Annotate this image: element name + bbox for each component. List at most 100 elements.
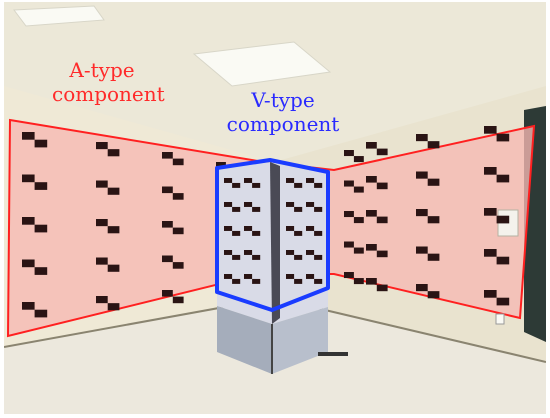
marker [496, 133, 510, 142]
marker [162, 290, 173, 297]
marker [96, 142, 108, 150]
marker [314, 206, 323, 212]
marker [353, 278, 364, 285]
marker [294, 278, 303, 284]
marker [344, 241, 354, 248]
marker [224, 202, 233, 207]
marker [172, 193, 184, 200]
marker [306, 274, 315, 279]
marker [22, 302, 35, 310]
marker [232, 206, 241, 212]
marker [294, 182, 303, 188]
marker [224, 250, 233, 255]
marker [34, 182, 48, 190]
marker [353, 247, 364, 254]
marker [107, 187, 120, 195]
cabinet-base [318, 352, 348, 356]
pillar-markers [224, 178, 323, 284]
ceiling [4, 2, 546, 162]
marker [484, 167, 497, 175]
marker [252, 230, 261, 236]
marker [376, 250, 388, 258]
marker [286, 202, 295, 207]
marker [353, 156, 364, 163]
marker [216, 162, 226, 169]
marker [224, 178, 233, 183]
marker [162, 186, 173, 194]
cabinet-left-face [217, 306, 272, 374]
ceiling-light-left [13, 5, 105, 27]
marker [496, 174, 510, 183]
outlet [495, 313, 505, 325]
a-type-label-line2: component [52, 82, 165, 106]
a-type-label: A-type component [52, 58, 165, 106]
a-type-label-line1: A-type [69, 58, 135, 82]
room-scene [4, 2, 546, 414]
marker [366, 176, 377, 183]
marker [306, 202, 315, 207]
marker [496, 297, 510, 306]
marker [306, 226, 315, 231]
marker [96, 180, 108, 188]
marker [162, 255, 173, 263]
wall-markers [22, 126, 510, 318]
marker [286, 226, 295, 231]
marker [232, 278, 241, 284]
marker [294, 230, 303, 236]
marker [496, 215, 510, 224]
marker [252, 254, 261, 260]
marker [107, 226, 120, 234]
marker [314, 230, 323, 236]
marker [286, 250, 295, 255]
cabinet-right-face [272, 307, 328, 374]
marker [366, 210, 377, 217]
marker [224, 274, 233, 279]
marker [344, 150, 354, 157]
marker [34, 309, 48, 318]
marker [22, 217, 35, 225]
marker [22, 259, 35, 268]
marker [286, 274, 295, 279]
marker [96, 257, 108, 265]
marker [427, 216, 440, 224]
marker [107, 149, 120, 157]
marker [172, 262, 184, 269]
marker [252, 182, 261, 188]
marker [427, 253, 440, 261]
marker [416, 134, 428, 142]
marker [496, 256, 510, 265]
marker [366, 142, 377, 149]
marker [427, 291, 440, 299]
marker [232, 182, 241, 188]
marker [244, 202, 253, 207]
marker [376, 182, 388, 190]
marker [294, 254, 303, 260]
marker [314, 278, 323, 284]
v-type-label-line1: V-type [251, 88, 315, 112]
marker [34, 224, 48, 233]
marker [172, 158, 184, 166]
marker [244, 250, 253, 255]
v-type-outline [215, 158, 330, 312]
marker [162, 221, 173, 228]
pillar-edge [270, 162, 280, 324]
marker [366, 278, 377, 285]
room-photo: A-type component V-type component [4, 2, 546, 414]
marker [416, 209, 428, 217]
marker [353, 217, 364, 224]
marker [224, 226, 233, 231]
marker [96, 219, 108, 227]
ceiling-light [192, 41, 332, 87]
marker [286, 178, 295, 183]
marker [306, 250, 315, 255]
marker [353, 186, 364, 193]
marker [416, 171, 428, 179]
marker [244, 178, 253, 183]
marker [306, 178, 315, 183]
marker [376, 148, 388, 156]
marker [244, 226, 253, 231]
marker [162, 152, 173, 159]
marker [366, 244, 377, 251]
marker [314, 254, 323, 260]
marker [416, 246, 428, 254]
